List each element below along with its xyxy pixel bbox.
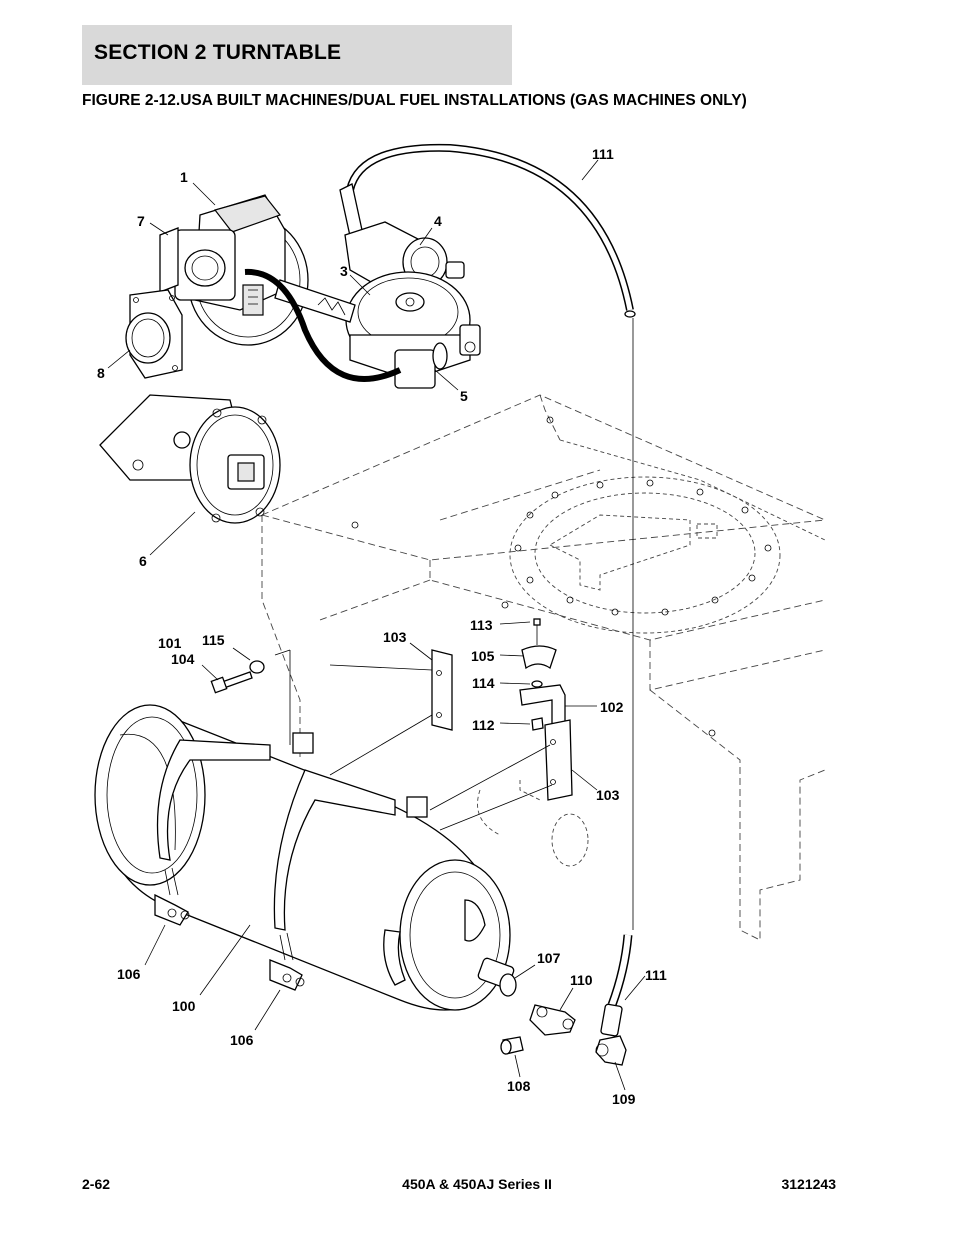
callout-7: 7: [137, 213, 145, 229]
document-number: 3121243: [781, 1176, 836, 1192]
callout-113: 113: [470, 617, 493, 633]
screw-113: [533, 618, 541, 645]
vapor-hose: [244, 268, 402, 382]
callout-101: 101: [158, 635, 182, 651]
callout-107: 107: [537, 950, 561, 966]
callout-106-right: 106: [230, 1032, 254, 1048]
leader-lines: [107, 159, 646, 1091]
figure-title: FIGURE 2-12.USA BUILT MACHINES/DUAL FUEL…: [82, 92, 747, 109]
washer-114: [531, 680, 543, 688]
turntable-frame: [261, 394, 826, 941]
callout-100: 100: [172, 998, 196, 1014]
lp-tank-100: [94, 704, 517, 1011]
fuel-hose-111: [346, 143, 636, 930]
callout-111-top: 111: [592, 146, 614, 162]
elbow-109: [595, 1035, 627, 1066]
callout-104: 104: [171, 651, 195, 667]
callout-106-left: 106: [117, 966, 141, 982]
page-number: 2-62: [82, 1176, 111, 1192]
callout-6: 6: [139, 553, 147, 569]
fitting-110: [529, 1004, 576, 1036]
callout-5: 5: [460, 388, 468, 404]
mixer-assembly: [159, 194, 309, 346]
callout-105: 105: [471, 648, 495, 664]
clamp-105: [521, 645, 557, 670]
callout-114: 114: [472, 675, 495, 691]
hanger-106-right: [269, 932, 305, 991]
bracket-103-left: [431, 649, 453, 731]
section-header: SECTION 2 TURNTABLE: [82, 25, 512, 85]
callout-4: 4: [434, 213, 442, 229]
callout-115: 115: [202, 632, 225, 648]
nut-112: [531, 717, 544, 731]
callout-109: 109: [612, 1091, 636, 1107]
callout-110: 110: [570, 972, 593, 988]
regulator-assembly: [274, 183, 481, 389]
callout-102: 102: [600, 699, 624, 715]
callout-112: 112: [472, 717, 495, 733]
callout-labels: 1 7 8 4 3 5 6 111 101 115 104 103 113 10…: [97, 146, 667, 1107]
bracket-103-right: [544, 719, 573, 801]
bolt-104: [210, 671, 253, 694]
callout-103-left: 103: [383, 629, 407, 645]
callout-111-bottom: 111: [645, 967, 667, 983]
callout-3: 3: [340, 263, 348, 279]
hose-end-111: [600, 934, 633, 1037]
callout-1: 1: [180, 169, 188, 185]
callout-108: 108: [507, 1078, 531, 1094]
callout-8: 8: [97, 365, 105, 381]
adaptor-plate-8: [125, 289, 183, 379]
section-title: SECTION 2 TURNTABLE: [94, 41, 342, 64]
hanger-106-left: [154, 867, 190, 926]
fuel-filter-6: [99, 394, 281, 524]
washer-115: [249, 660, 265, 674]
bolt-holes: [351, 416, 772, 737]
fitting-108: [500, 1036, 524, 1055]
model-name: 450A & 450AJ Series II: [402, 1176, 552, 1192]
callout-103-right: 103: [596, 787, 620, 803]
